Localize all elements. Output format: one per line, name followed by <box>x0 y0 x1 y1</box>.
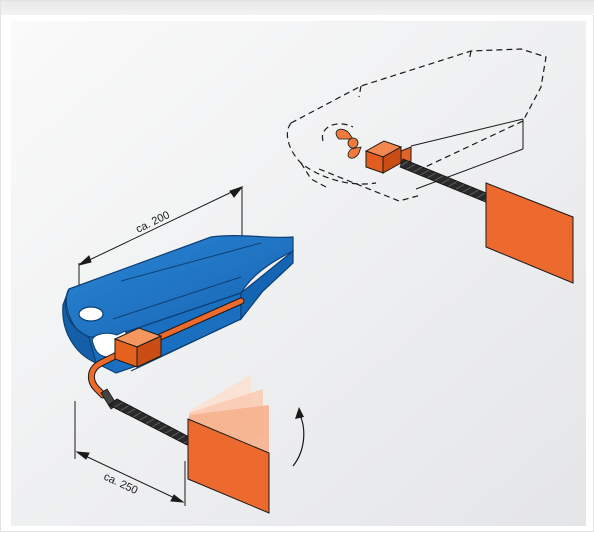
rotation-arrow-icon <box>292 407 305 467</box>
hull-inner-lines <box>410 118 524 190</box>
mount-hole <box>78 306 104 322</box>
keel-edge-lines <box>112 242 262 372</box>
bent-rod <box>88 297 245 399</box>
threaded-rod-lower <box>100 388 194 446</box>
dimension-length <box>74 401 186 506</box>
dimension-width <box>78 185 244 306</box>
hull-outline-sketch <box>286 48 547 202</box>
rudder-plate-upper <box>485 182 574 284</box>
clamp-block-lower <box>113 327 163 368</box>
diagram-panel <box>11 21 586 526</box>
rudder-plate-lower <box>187 418 270 514</box>
dimension-length-label: ca. 250 <box>102 471 140 497</box>
header-band <box>1 1 594 15</box>
clamp-block-upper <box>364 140 412 174</box>
wing-nut-icon <box>335 128 362 159</box>
dimension-width-label: ca. 200 <box>134 209 172 236</box>
